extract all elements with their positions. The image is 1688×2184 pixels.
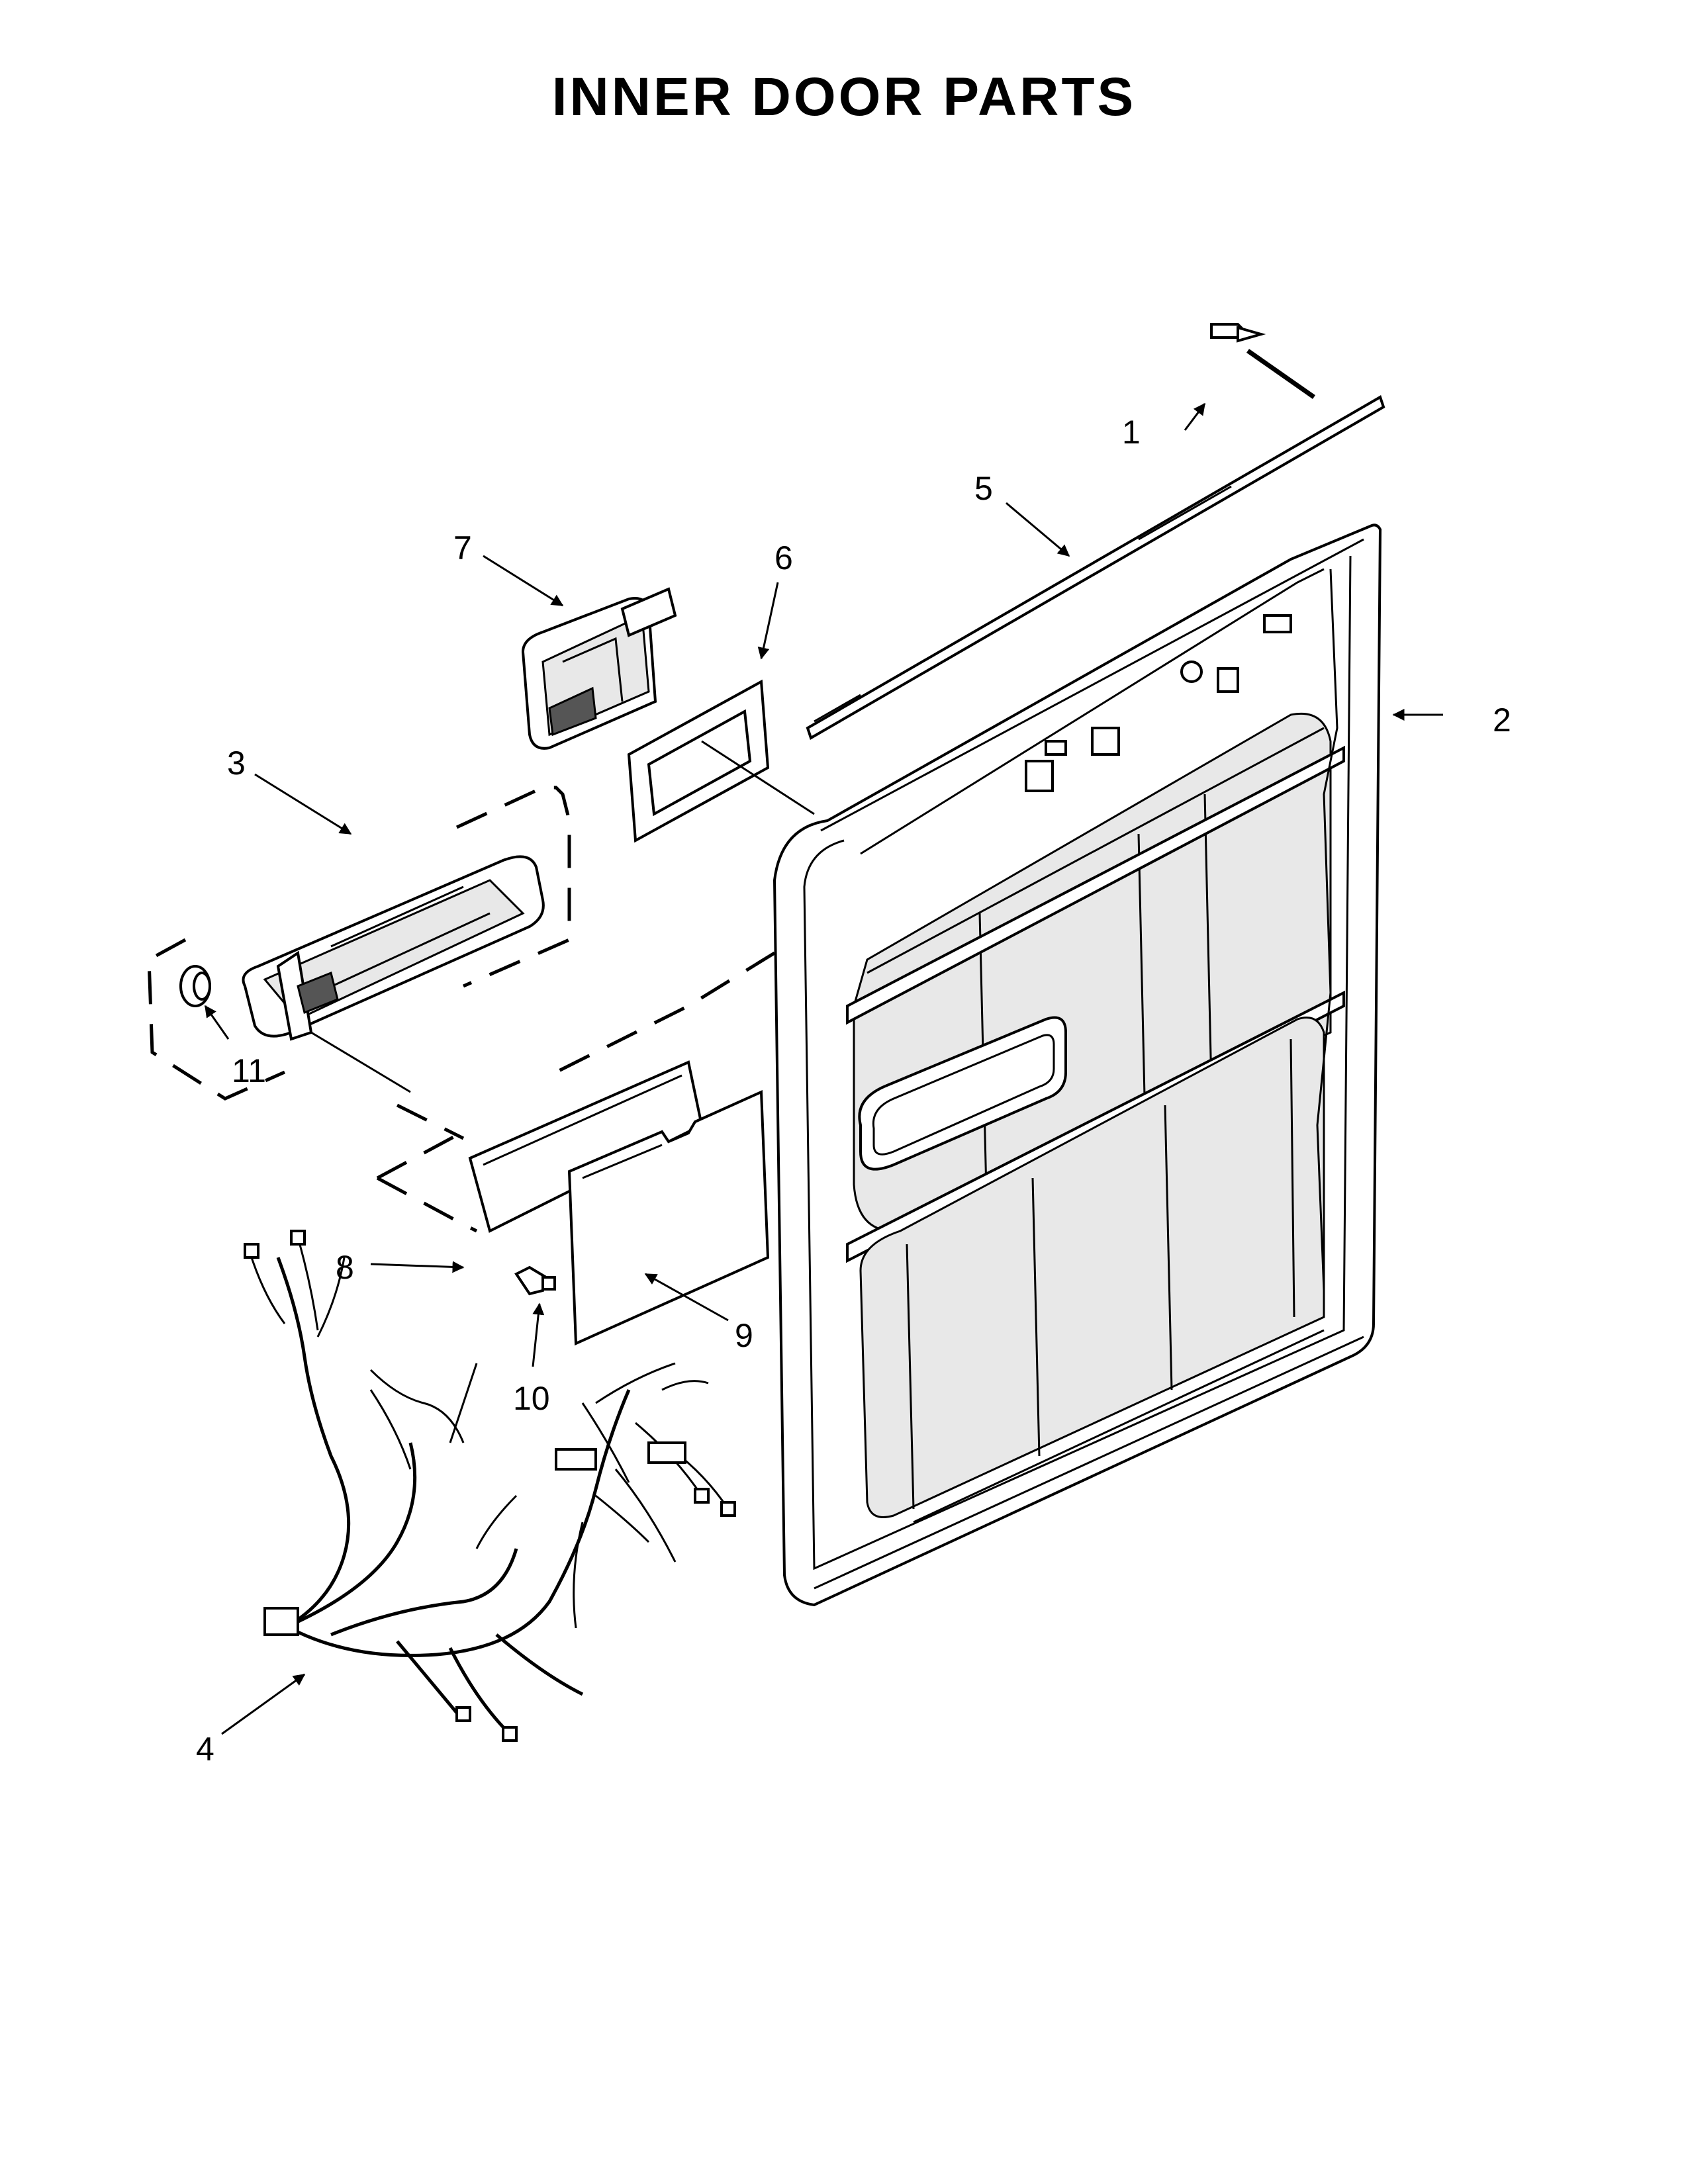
arrow-7	[483, 555, 564, 607]
callout-1: 1	[1122, 414, 1141, 451]
inner-door-panel	[773, 523, 1382, 1607]
callout-6: 6	[774, 539, 793, 576]
callout-10: 10	[513, 1380, 550, 1417]
arrow-3	[254, 773, 352, 835]
screw-1	[1210, 323, 1316, 399]
knob-11	[147, 938, 465, 1140]
arrow-5	[1006, 502, 1070, 557]
callout-3: 3	[227, 745, 246, 782]
callout-2: 2	[1493, 702, 1511, 739]
callout-8: 8	[336, 1249, 354, 1286]
top-trim-strip	[806, 395, 1385, 740]
dashed-guide-lines	[376, 1130, 478, 1233]
callout-labels: 1 2 3 4 5 6 7 8 9 10 11	[196, 414, 1511, 1768]
callout-11: 11	[232, 1052, 266, 1089]
callout-5: 5	[974, 470, 993, 507]
dispenser-assembly	[242, 786, 776, 1081]
vent-gasket	[627, 679, 815, 843]
vent-assembly	[521, 587, 677, 750]
page-title: INNER DOOR PARTS	[551, 67, 1137, 127]
arrow-1	[1184, 402, 1206, 431]
callout-4: 4	[196, 1731, 214, 1768]
screw-10	[514, 1265, 556, 1296]
arrow-9	[644, 1273, 729, 1322]
arrow-10	[532, 1302, 545, 1367]
callout-7: 7	[453, 529, 472, 567]
arrow-4	[221, 1673, 306, 1735]
arrow-11	[204, 1005, 230, 1040]
insulator-9	[567, 1089, 770, 1346]
wiring-harness	[244, 1230, 736, 1742]
arrow-8	[370, 1261, 465, 1273]
callout-9: 9	[735, 1317, 753, 1354]
callout-arrows	[204, 402, 1443, 1735]
arrow-6	[757, 582, 779, 660]
